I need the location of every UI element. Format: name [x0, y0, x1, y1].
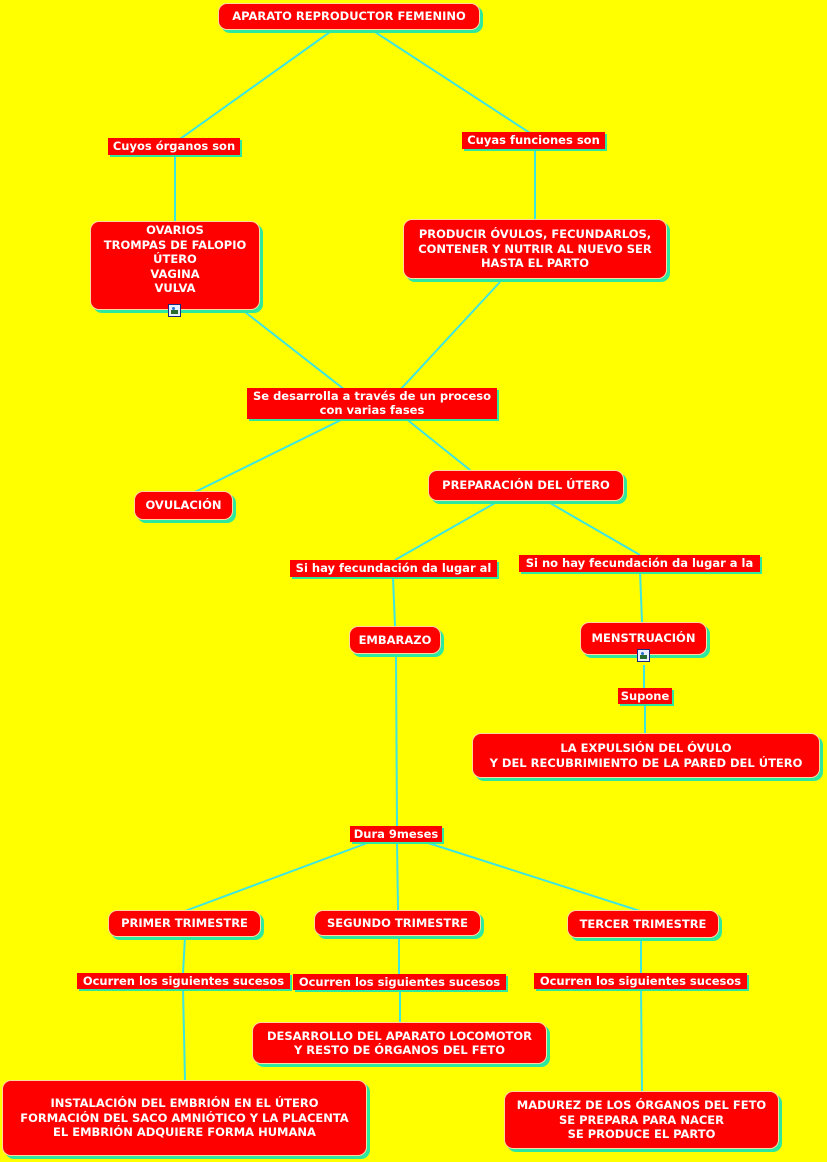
label-sucesos-primer[interactable]: Ocurren los siguientes sucesos	[77, 973, 290, 989]
image-icon[interactable]	[637, 649, 650, 662]
node-menstruacion[interactable]: MENSTRUACIÓN	[580, 622, 707, 655]
node-ovulacion[interactable]: OVULACIÓN	[134, 491, 233, 520]
label-supone[interactable]: Supone	[618, 688, 672, 704]
node-embarazo[interactable]: EMBARAZO	[349, 626, 441, 654]
node-primer-trimestre[interactable]: PRIMER TRIMESTRE	[108, 910, 261, 937]
label-cuyas-funciones[interactable]: Cuyas funciones son	[462, 132, 605, 149]
label-proceso[interactable]: Se desarrolla a través de un proceso con…	[247, 388, 497, 419]
node-tercer-trimestre[interactable]: TERCER TRIMESTRE	[567, 910, 719, 938]
node-desarrollo[interactable]: DESARROLLO DEL APARATO LOCOMOTOR Y RESTO…	[252, 1022, 547, 1064]
image-icon[interactable]	[168, 304, 181, 317]
label-no-fecundacion[interactable]: Si no hay fecundación da lugar a la	[519, 555, 760, 572]
node-organos[interactable]: OVARIOS TROMPAS DE FALOPIO ÚTERO VAGINA …	[90, 221, 260, 310]
label-cuyos-organos[interactable]: Cuyos órganos son	[108, 138, 240, 155]
node-preparacion-utero[interactable]: PREPARACIÓN DEL ÚTERO	[428, 470, 624, 501]
label-si-fecundacion[interactable]: Si hay fecundación da lugar al	[290, 560, 497, 577]
node-madurez[interactable]: MADUREZ DE LOS ÓRGANOS DEL FETO SE PREPA…	[504, 1091, 779, 1149]
label-sucesos-segundo[interactable]: Ocurren los siguientes sucesos	[293, 974, 506, 990]
node-expulsion[interactable]: LA EXPULSIÓN DEL ÓVULO Y DEL RECUBRIMIEN…	[472, 733, 820, 778]
node-funciones[interactable]: PRODUCIR ÓVULOS, FECUNDARLOS, CONTENER Y…	[403, 219, 667, 279]
label-dura-9meses[interactable]: Dura 9meses	[350, 826, 442, 842]
title-node[interactable]: APARATO REPRODUCTOR FEMENINO	[218, 3, 480, 30]
label-sucesos-tercer[interactable]: Ocurren los siguientes sucesos	[534, 973, 747, 989]
node-instalacion[interactable]: INSTALACIÓN DEL EMBRIÓN EN EL ÚTERO FORM…	[2, 1080, 367, 1156]
node-segundo-trimestre[interactable]: SEGUNDO TRIMESTRE	[314, 910, 481, 936]
